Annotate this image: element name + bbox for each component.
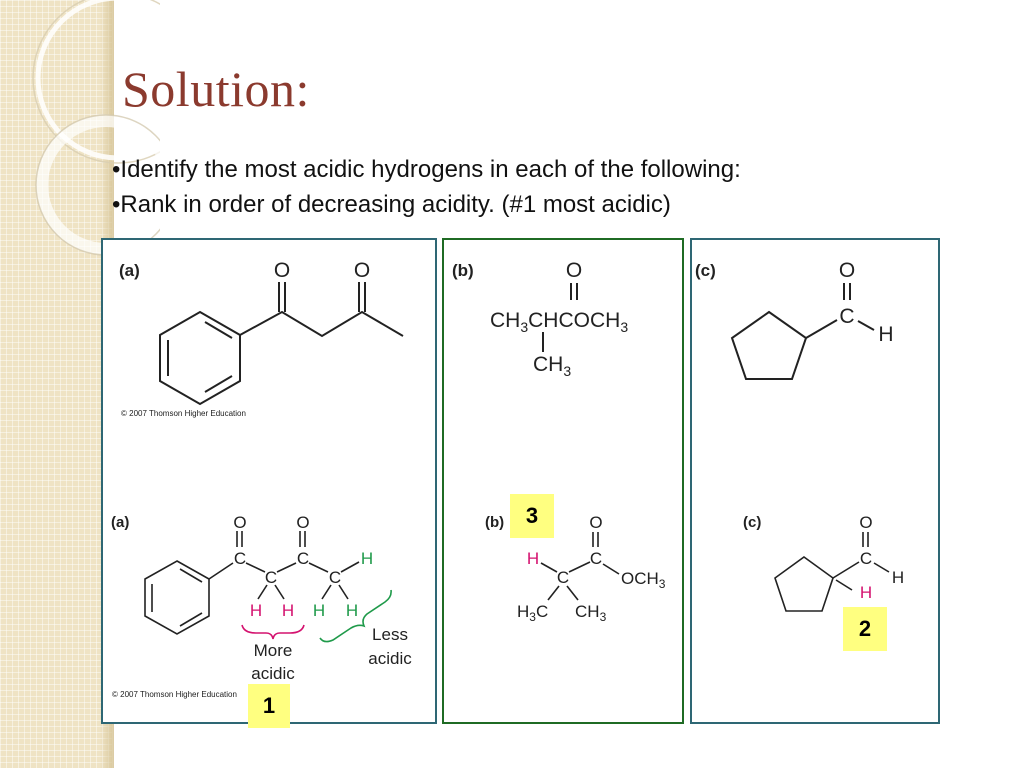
panel-c-top-structure: (c) O C H	[695, 259, 894, 380]
acidic-hydrogen: H	[250, 601, 262, 620]
methyl-group: H3C	[517, 602, 548, 624]
bullet-item: •Identify the most acidic hydrogens in e…	[112, 156, 741, 183]
hydrogen-atom: H	[892, 568, 904, 587]
oxygen-atom: O	[274, 259, 290, 282]
less-acidic-hydrogen: H	[313, 601, 325, 620]
carbon-atom: C	[329, 568, 341, 587]
carbon-atom: C	[557, 568, 569, 587]
methoxy-group: OCH3	[621, 569, 666, 591]
panel-b-frame	[442, 238, 684, 724]
bullet-list: •Identify the most acidic hydrogens in e…	[112, 152, 741, 222]
carbon-atom: C	[265, 568, 277, 587]
panel-b-top-label: (b)	[452, 261, 474, 280]
less-acidic-hydrogen: H	[361, 549, 373, 568]
copyright-text: © 2007 Thomson Higher Education	[112, 690, 237, 699]
more-acidic-brace	[241, 624, 305, 640]
acidic-hydrogen: H	[860, 583, 872, 602]
panel-b-bottom-label: (b)	[485, 514, 504, 531]
oxygen-atom: O	[589, 513, 602, 532]
panel-c-bottom-label: (c)	[743, 514, 761, 531]
methyl-branch: CH3	[533, 353, 571, 379]
rank-badge-c: 2	[843, 607, 887, 651]
panel-b-top-structure: (b) O CH3CHCOCH3 CH3	[452, 259, 628, 379]
oxygen-atom: O	[296, 513, 309, 532]
oxygen-atom: O	[859, 513, 872, 532]
panel-c-frame	[690, 238, 940, 724]
hydrogen-atom: H	[878, 323, 893, 346]
rank-badge-b: 3	[510, 494, 554, 538]
carbon-atom: C	[839, 305, 854, 328]
oxygen-atom: O	[354, 259, 370, 282]
acidic-hydrogen: H	[527, 549, 539, 568]
panel-a-top-structure: (a) O O © 2007 Thomson Higher Education	[119, 259, 404, 418]
copyright-text: © 2007 Thomson Higher Education	[121, 409, 246, 418]
carbon-atom: C	[234, 549, 246, 568]
panel-c-top-label: (c)	[695, 261, 716, 280]
carbon-atom: C	[590, 549, 602, 568]
oxygen-atom: O	[566, 259, 582, 282]
panel-c-bottom-structure: (c) O C H H	[743, 513, 904, 612]
panel-a-top-label: (a)	[119, 261, 140, 280]
panel-a-bottom-structure: (a) O O C C C C H H H H H M	[111, 513, 412, 699]
less-acidic-label: Less	[372, 625, 408, 644]
acidic-hydrogen: H	[282, 601, 294, 620]
panel-a-bottom-label: (a)	[111, 514, 129, 531]
carbon-atom: C	[860, 549, 872, 568]
rank-badge-a: 1	[248, 684, 290, 728]
less-acidic-brace	[319, 589, 392, 643]
less-acidic-label: acidic	[368, 649, 412, 668]
oxygen-atom: O	[839, 259, 855, 282]
less-acidic-hydrogen: H	[346, 601, 358, 620]
slide-title: Solution:	[122, 61, 310, 117]
carbon-atom: C	[297, 549, 309, 568]
more-acidic-label: acidic	[251, 664, 295, 683]
more-acidic-label: More	[254, 641, 293, 660]
oxygen-atom: O	[233, 513, 246, 532]
bullet-item: •Rank in order of decreasing acidity. (#…	[112, 191, 671, 218]
condensed-formula: CH3CHCOCH3	[490, 309, 628, 335]
panel-b-bottom-structure: (b) O C C H OCH3 H3C CH3	[485, 513, 666, 624]
methyl-group: CH3	[575, 602, 607, 624]
